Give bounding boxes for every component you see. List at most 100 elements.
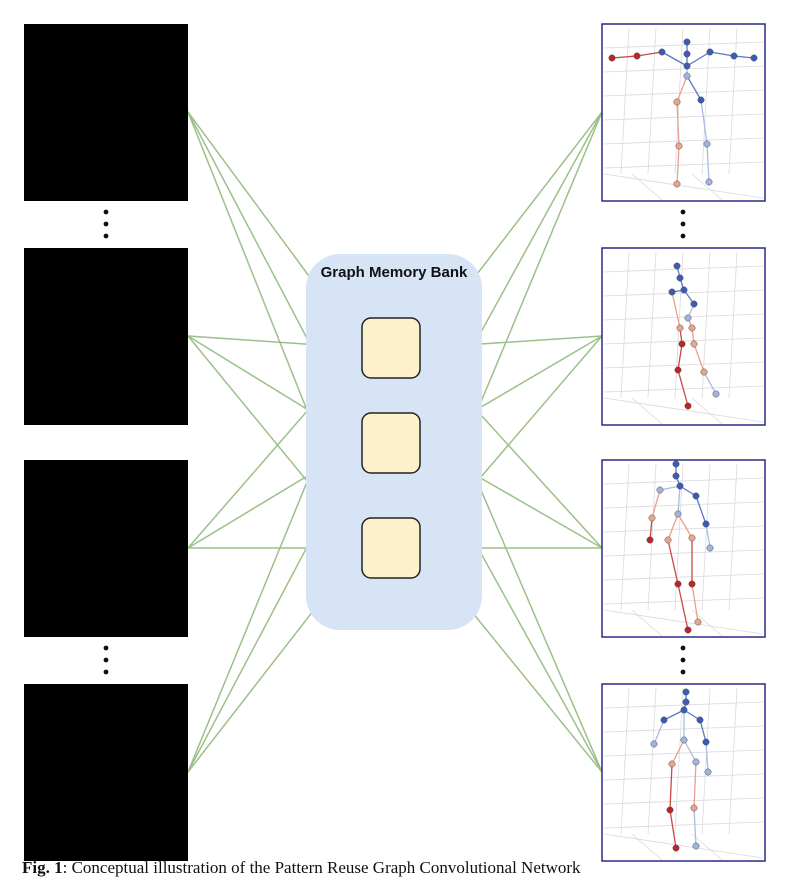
- joint: [648, 514, 656, 522]
- bone: [677, 343, 683, 371]
- memory-node-1: [361, 317, 421, 379]
- joint: [674, 510, 682, 518]
- joint: [702, 520, 710, 528]
- joint: [668, 288, 676, 296]
- joint: [680, 736, 688, 744]
- joint: [608, 54, 616, 62]
- bone: [667, 539, 679, 585]
- joint: [692, 492, 700, 500]
- pose-plot-2: [601, 247, 766, 426]
- graph-memory-bank: Graph Memory Bank: [306, 254, 482, 630]
- joint: [676, 324, 684, 332]
- caption-text: : Conceptual illustration of the Pattern…: [62, 858, 581, 877]
- joint: [680, 706, 688, 714]
- joint: [706, 544, 714, 552]
- ellipsis-right-top: [680, 209, 686, 239]
- memory-node-3: [361, 517, 421, 579]
- joint: [682, 688, 690, 696]
- joint: [673, 98, 681, 106]
- joint: [688, 580, 696, 588]
- pose-grid-1: [603, 27, 764, 201]
- joint: [684, 626, 692, 634]
- bone: [677, 485, 681, 515]
- output-pose-plots: [601, 23, 766, 862]
- joint: [672, 460, 680, 468]
- bone: [677, 513, 693, 539]
- bone: [669, 809, 677, 849]
- bone: [683, 739, 697, 763]
- joint: [688, 324, 696, 332]
- pose-plot-3: [601, 459, 766, 638]
- bone: [705, 741, 709, 773]
- bone: [691, 583, 699, 623]
- joint: [650, 740, 658, 748]
- joint: [680, 286, 688, 294]
- joint: [682, 698, 690, 706]
- joint: [666, 806, 674, 814]
- bone: [695, 495, 707, 525]
- connection-edges: [187, 111, 603, 773]
- joint: [672, 472, 680, 480]
- bone: [709, 51, 735, 57]
- ellipsis-right-bottom: [680, 645, 686, 675]
- bone: [686, 75, 702, 101]
- joint: [646, 536, 654, 544]
- bone: [700, 99, 708, 145]
- bone: [671, 291, 681, 329]
- bone: [611, 55, 638, 59]
- joint: [683, 38, 691, 46]
- bank-title: Graph Memory Bank: [321, 264, 468, 281]
- joint: [692, 842, 700, 850]
- bone: [699, 719, 707, 743]
- caption-prefix: Fig. 1: [22, 858, 63, 877]
- joint: [684, 314, 692, 322]
- pose-grid-4: [603, 687, 764, 861]
- ellipsis-left-top: [103, 209, 109, 239]
- joint: [700, 368, 708, 376]
- joint: [674, 580, 682, 588]
- joint: [694, 618, 702, 626]
- memory-node-2: [361, 412, 421, 474]
- bone: [693, 807, 697, 847]
- joint: [730, 52, 738, 60]
- bone: [693, 761, 697, 809]
- bone: [636, 51, 663, 57]
- bone: [676, 101, 680, 147]
- bone: [705, 523, 711, 549]
- bone: [649, 517, 653, 541]
- figure-caption: Fig. 1: Conceptual illustration of the P…: [22, 858, 782, 878]
- bone: [706, 143, 710, 183]
- joint: [690, 804, 698, 812]
- joint: [673, 262, 681, 270]
- bone: [676, 75, 688, 103]
- joint: [690, 300, 698, 308]
- joint: [660, 716, 668, 724]
- joint: [676, 274, 684, 282]
- pose-plot-4: [601, 683, 766, 862]
- joint: [683, 72, 691, 80]
- joint: [675, 142, 683, 150]
- joint: [674, 366, 682, 374]
- bone: [671, 739, 685, 765]
- joint: [668, 760, 676, 768]
- joint: [656, 486, 664, 494]
- bone: [667, 513, 679, 541]
- joint: [750, 54, 758, 62]
- bone: [669, 763, 673, 811]
- joint: [676, 482, 684, 490]
- joint: [684, 402, 692, 410]
- bone: [661, 51, 688, 67]
- joint: [712, 390, 720, 398]
- joint: [678, 340, 686, 348]
- joint: [658, 48, 666, 56]
- bone: [703, 371, 717, 395]
- pose-plot-1: [601, 23, 766, 202]
- joint: [673, 180, 681, 188]
- joint: [697, 96, 705, 104]
- joint: [704, 768, 712, 776]
- joint: [705, 178, 713, 186]
- joint: [683, 62, 691, 70]
- joint: [696, 716, 704, 724]
- joint: [692, 758, 700, 766]
- bone: [663, 709, 685, 721]
